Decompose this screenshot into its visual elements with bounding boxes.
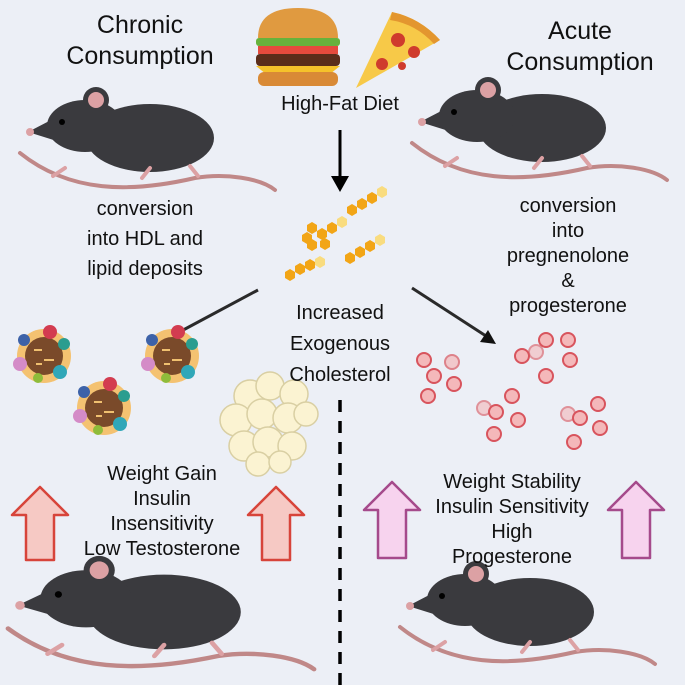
progesterone-molecules (416, 332, 608, 450)
mouse-acute-bottom (398, 559, 657, 666)
fat-cells-cluster (219, 371, 319, 477)
mouse-chronic-top (18, 85, 277, 192)
mouse-acute-top (410, 75, 669, 182)
cholesterol-molecules (285, 186, 387, 281)
arrow-to-acute (411, 286, 496, 344)
diet-label: High-Fat Diet (281, 93, 399, 115)
pink-up-arrow-left (362, 480, 422, 560)
lipoprotein-particles (12, 324, 200, 436)
red-up-arrow-left (10, 485, 70, 562)
mouse-chronic-bottom (8, 556, 314, 669)
pink-up-arrow-right (606, 480, 666, 560)
burger-icon (256, 8, 340, 86)
pizza-icon (356, 12, 440, 88)
diet-down-arrow (331, 130, 349, 192)
red-up-arrow-right (246, 485, 306, 562)
